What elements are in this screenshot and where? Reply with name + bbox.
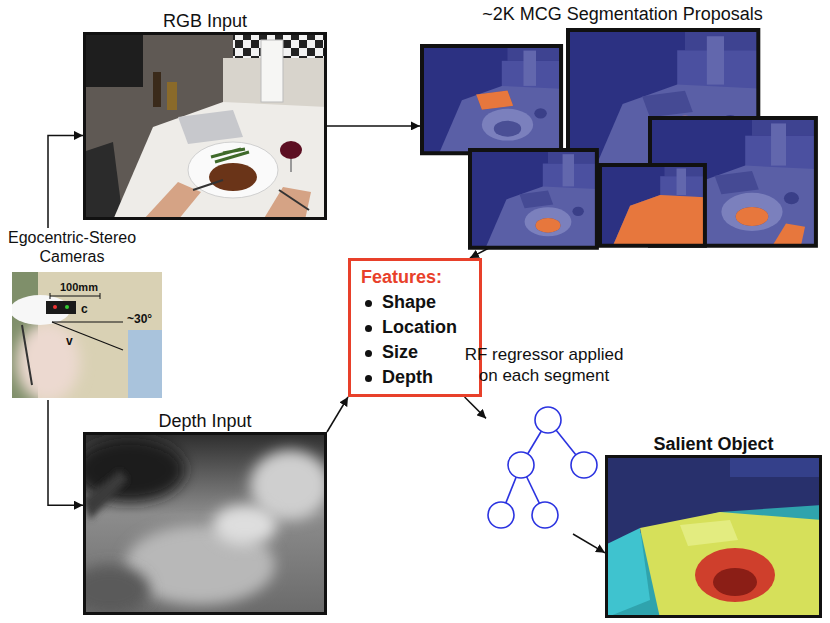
depth-blob [213,505,277,545]
bullet-row: Size [361,340,418,365]
bottle [153,72,161,107]
paper-towel [261,40,283,102]
flow-arrow [48,135,83,228]
blurred-background [128,330,162,398]
camera-photo [12,272,162,398]
hand [143,182,201,220]
proposal-image [422,46,561,153]
tree-node [508,452,534,478]
dimension-tick [100,293,101,299]
proposal-mask [536,218,561,233]
flow-arrow [573,534,605,553]
segment-region [730,455,822,477]
glass-stem [290,159,292,172]
proposal-mask [613,195,705,246]
flow-arrow [465,397,486,418]
dimension-label: c [81,302,88,316]
image-panel: RGB Input [83,32,327,220]
flow-arrow [327,125,420,127]
tree-node [488,502,514,528]
bullet-dot [365,325,372,332]
bullet-row: Depth [361,365,433,390]
proposal-stack: ~2K MCG Segmentation Proposals [420,28,825,248]
feature-box: Features:ShapeLocationSizeDepth [348,258,482,397]
plate [188,142,278,198]
tree-node [571,452,597,478]
regressor-caption: RF regressor applied on each segment [458,344,630,386]
face [16,322,80,398]
masked-scene [422,46,561,153]
wine-glass [280,141,302,159]
camera-lens [53,305,57,309]
depth-blob [83,565,150,615]
regressor-tree: RF regressor applied on each segment [486,398,602,534]
hand [263,187,311,220]
salient-map [605,455,822,618]
bullet-dot [365,375,372,382]
beans [211,149,249,162]
dimension-line [50,296,100,297]
flow-arrow [48,400,83,505]
laptop [178,110,243,144]
dimension-label: 100mm [60,280,98,294]
proposal-mask [736,207,769,226]
bottle [167,82,177,110]
depth-map [83,432,327,615]
bullet-dot [365,300,372,307]
masked-scene [470,150,597,248]
image-frame [422,46,561,153]
strap [22,325,32,385]
depth-blob [83,470,128,520]
tree-node [532,502,558,528]
rgb-photo [83,32,327,220]
tree-graphic [486,398,602,534]
salient-steak [713,568,757,596]
bullet-dot [365,350,372,357]
masked-scene [600,165,705,246]
steak [209,163,257,191]
room-wall [83,32,327,220]
table [113,102,327,220]
stereo-camera [46,301,76,314]
segment-region [640,512,822,618]
flow-arrow [470,248,489,258]
segment-ground [605,455,822,618]
feature-item: Shape [382,292,436,312]
feature-item: Depth [382,367,433,387]
dimension-tick [50,293,51,299]
proposal-image [470,150,597,248]
dimension-label: ~30° [127,312,152,326]
image-panel: Salient Object [605,455,822,618]
panel-heading: Egocentric-Stereo Cameras [4,228,140,266]
bullet-row: Location [361,315,457,340]
segment-region [680,520,738,546]
proposal-image [600,165,705,246]
axis-line [52,321,123,322]
salient-plate [695,548,775,602]
axis-line [52,322,123,350]
chair [83,142,123,220]
image-frame [470,150,597,248]
proposal-mask [476,90,513,109]
image-frame [600,165,705,246]
feature-item: Location [382,317,457,337]
dimension-label: v [66,334,73,348]
panel-heading: Salient Object [653,433,773,455]
proposal-mask [772,223,805,245]
bullet-row: Shape [361,290,436,315]
feature-item: Size [382,342,418,362]
fork [193,180,223,190]
monitor [83,32,143,87]
panel-heading: RGB Input [163,10,247,32]
panel-heading: Depth Input [158,410,251,432]
camera-lens [65,305,69,309]
image-panel: Depth Input [83,432,327,615]
flow-arrow [327,397,348,432]
panel-heading: ~2K MCG Segmentation Proposals [482,3,763,25]
feature-title: Features: [361,265,442,290]
tree-node [535,407,561,433]
knife [279,190,309,210]
